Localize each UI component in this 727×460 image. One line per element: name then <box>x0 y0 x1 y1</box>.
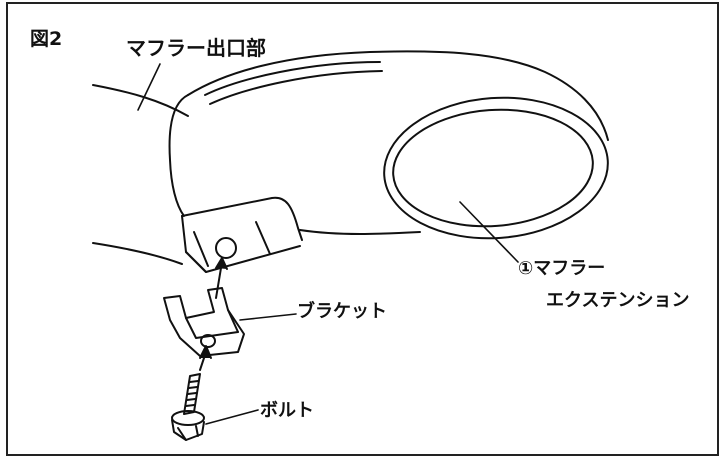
bracket-label: ブラケット <box>297 301 387 322</box>
leader-lines <box>137 63 519 425</box>
muffler-extension-label-line2: エクステンション <box>546 290 690 311</box>
muffler-extension-body <box>168 50 609 273</box>
bolt-label: ボルト <box>260 400 314 421</box>
figure-frame <box>6 2 719 456</box>
muffler-outlet-label: マフラー出口部 <box>126 36 266 60</box>
muffler-extension-label: ①マフラー <box>518 258 606 279</box>
bolt-part <box>171 373 205 441</box>
figure-number: 図2 <box>30 28 63 50</box>
assembly-arrows <box>199 257 228 371</box>
bracket-part <box>163 287 245 357</box>
